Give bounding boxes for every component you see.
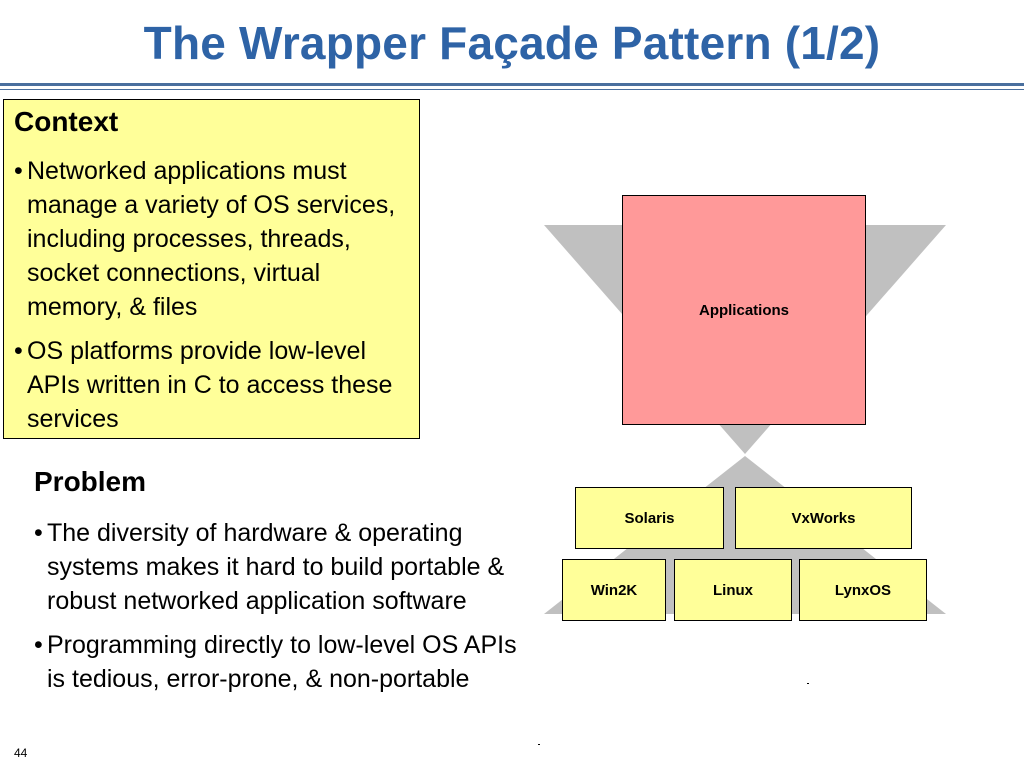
applications-box: Applications (622, 195, 866, 425)
context-panel: Context Networked applications must mana… (3, 99, 420, 439)
platform-box-lynxos: LynxOS (799, 559, 927, 621)
context-bullet: OS platforms provide low-level APIs writ… (14, 334, 414, 436)
title-divider-thin (0, 89, 1024, 90)
context-heading: Context (14, 106, 119, 137)
platform-box-win2k: Win2K (562, 559, 666, 621)
problem-bullet-list: The diversity of hardware & operating sy… (34, 516, 524, 706)
problem-bullet: Programming directly to low-level OS API… (34, 628, 524, 696)
context-bullet: Networked applications must manage a var… (14, 154, 414, 324)
slide-title: The Wrapper Façade Pattern (1/2) (143, 17, 881, 69)
platform-box-solaris: Solaris (575, 487, 724, 549)
platform-box-linux: Linux (674, 559, 792, 621)
problem-bullet: The diversity of hardware & operating sy… (34, 516, 524, 618)
platform-box-vxworks: VxWorks (735, 487, 912, 549)
page-number: 44 (14, 746, 28, 760)
problem-heading: Problem (34, 466, 147, 497)
stray-dot (538, 744, 540, 745)
stray-dot (807, 683, 809, 684)
context-bullet-list: Networked applications must manage a var… (14, 154, 414, 446)
title-divider (0, 83, 1024, 86)
